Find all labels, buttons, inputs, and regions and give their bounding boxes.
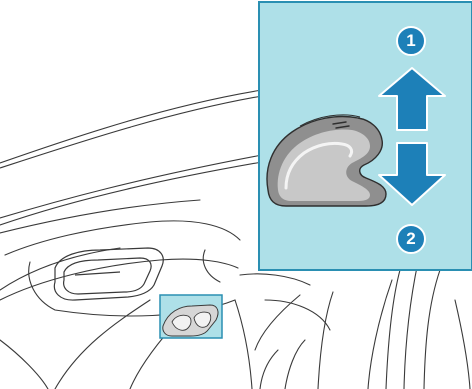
callout-1-badge: 1 [396,26,426,56]
window-switch-panel [160,295,222,338]
callout-2-badge: 2 [396,224,426,254]
